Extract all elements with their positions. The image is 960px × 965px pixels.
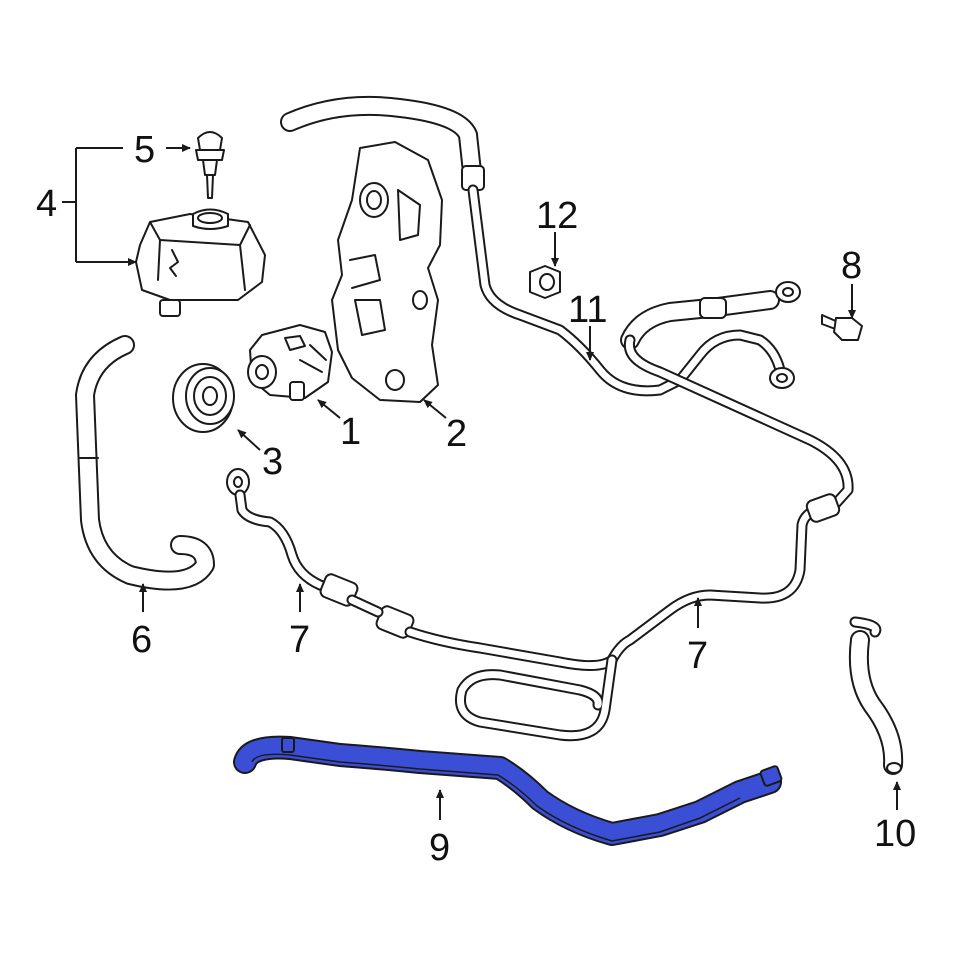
upper-right-lines [620,281,854,516]
callout-4: 4 [36,183,57,225]
power-steering-pump [247,324,333,401]
bracket-4 [62,147,137,266]
callout-12: 12 [536,195,578,237]
callout-2: 2 [446,413,467,455]
pressure-line-7 [226,468,841,742]
callout-7-right: 7 [687,635,708,677]
reservoir-cap [195,131,225,199]
callout-5: 5 [134,129,155,171]
pulley [172,363,235,433]
clip [529,265,561,299]
callout-6: 6 [131,619,152,661]
leaders [139,144,901,820]
reservoir [135,208,266,317]
callout-9: 9 [429,827,450,869]
hose-10 [848,616,904,775]
pump-bracket [331,141,443,403]
callout-8: 8 [841,245,862,287]
callout-7-left: 7 [289,619,310,661]
bolt [821,314,863,341]
callout-3: 3 [262,441,283,483]
callout-11: 11 [568,289,607,331]
hose-6 [75,335,215,591]
callout-labels: 1 2 3 4 5 6 7 7 8 9 10 11 12 [36,129,916,869]
callout-1: 1 [340,411,361,453]
hose-11 [280,95,686,397]
cooler-line-9-highlighted[interactable] [233,735,783,846]
callout-10: 10 [874,813,916,855]
